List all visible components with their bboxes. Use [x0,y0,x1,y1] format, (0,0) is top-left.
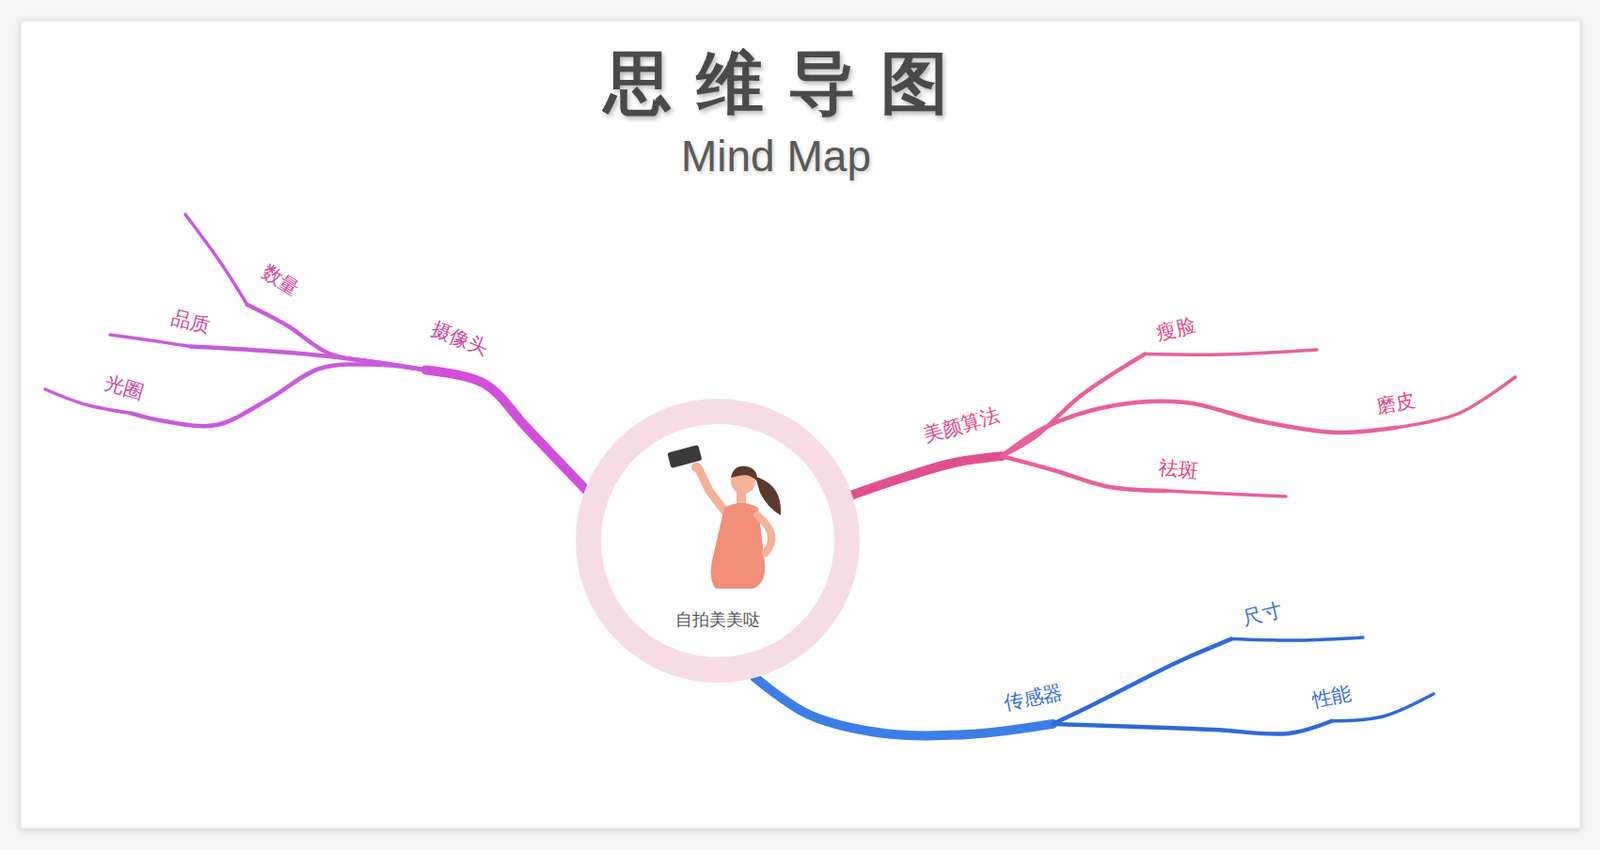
circle-outline [574,397,861,684]
branch-line [1052,721,1332,735]
branch-topic-text: 品质 [169,305,214,338]
branch-line [852,456,1002,495]
branch-topic: 祛斑 [1149,447,1208,492]
branch-topic: 尺寸 [1231,589,1294,640]
branch-topic: 传感器 [992,671,1074,725]
branch-topic: 性能 [1300,672,1363,721]
branch-line [1001,401,1396,457]
branch-tail [185,214,248,305]
branch-tail [1231,637,1363,641]
arm-on-hip [757,515,772,554]
subtitle: Mind Map [681,132,872,181]
branch-line [130,364,427,427]
branch-topic: 数量 [247,250,314,312]
branch-tail [1167,491,1286,497]
branch-tail [110,334,191,348]
branch-topic-text: 磨皮 [1374,388,1418,419]
ponytail [755,476,781,516]
branch-topic: 品质 [159,297,222,348]
branch-topic: 摄像头 [417,307,501,371]
central-topic: 自拍美美哒 [574,397,861,684]
central-topic-text: 自拍美美哒 [675,608,761,632]
branch-topic-text: 传感器 [1001,681,1065,716]
branch-tail [1144,349,1317,355]
branch-line [247,304,427,370]
page-title: 思维导图 [579,46,973,121]
branch-topic-text: 祛斑 [1157,456,1200,483]
circle-ring [588,411,848,671]
hair [730,466,758,482]
branch-topic: 美颜算法 [910,394,1012,457]
branch-topic-text: 光圈 [101,371,146,405]
raised-arm [697,467,729,516]
branch-line [1001,456,1168,492]
hand [691,462,701,473]
branch-line [1052,639,1232,725]
branch-topic-text: 尺寸 [1240,598,1285,631]
branch-topic: 磨皮 [1364,379,1426,428]
branch-topic: 光圈 [93,362,157,414]
branch-topic-text: 美颜算法 [919,403,1002,447]
branch-topic-text: 摄像头 [427,316,491,361]
branch-topic: 瘦脸 [1144,304,1207,355]
card-background [20,20,1581,829]
branch-topic-text: 数量 [257,260,303,301]
branch-line [426,369,587,490]
branch-topic-text: 瘦脸 [1154,313,1199,346]
branch-topic-text: 性能 [1310,681,1354,713]
